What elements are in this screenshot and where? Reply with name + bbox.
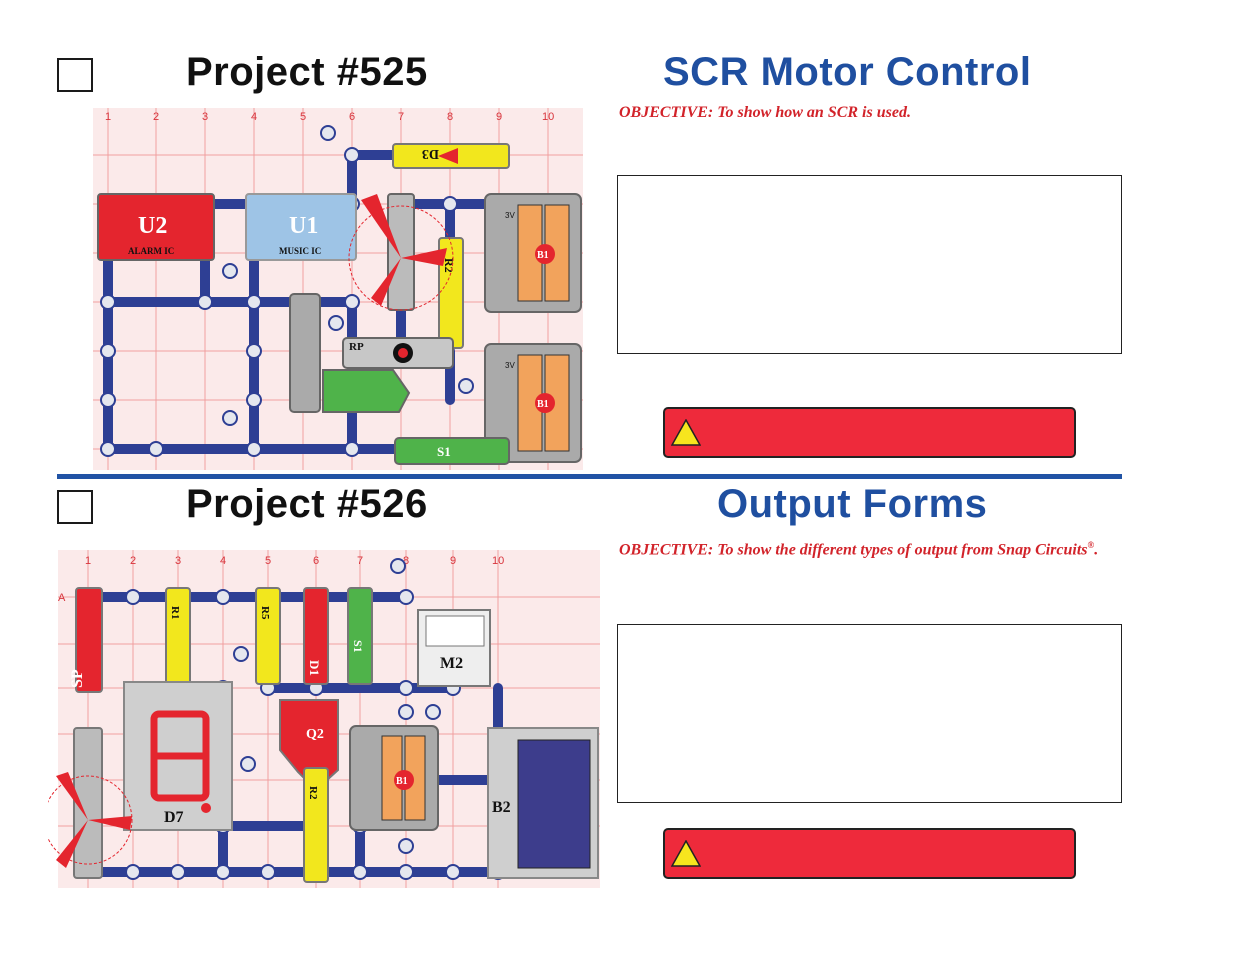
grid-col-label: 10 (492, 555, 504, 567)
grid-row-label: A (58, 592, 66, 604)
warning-triangle-icon (671, 419, 701, 446)
b1-voltage-top: 3V (505, 211, 515, 220)
r5-label: R5 (259, 606, 271, 620)
rp-label: RP (349, 341, 364, 353)
project-526-label: Project #526 (186, 482, 428, 526)
grid-col-label: 3 (175, 555, 181, 567)
project-525-title: SCR Motor Control (663, 50, 1032, 94)
grid-col-label: 4 (251, 111, 257, 123)
grid-col-label: 9 (450, 555, 456, 567)
b1-label: B1 (396, 776, 408, 787)
project-526-instructions-box (617, 624, 1122, 803)
warning-triangle-icon (671, 840, 701, 867)
project-525-circuit-diagram: 1 2 3 4 5 6 7 8 9 10 A (93, 108, 583, 470)
b1-voltage-bottom: 3V (505, 361, 515, 370)
section-divider (57, 474, 1122, 479)
b1-label-bottom: B1 (537, 399, 549, 410)
project-526-objective: OBJECTIVE: To show the different types o… (619, 534, 1122, 561)
grid-col-label: 10 (542, 111, 554, 123)
b2-label: B2 (492, 799, 511, 816)
project-526-warning-banner (663, 828, 1076, 879)
project-525-label: Project #525 (186, 50, 428, 94)
grid-col-label: 3 (202, 111, 208, 123)
grid-col-label: 5 (300, 111, 306, 123)
u2-sublabel: ALARM IC (128, 246, 174, 256)
project-525-instructions-box (617, 175, 1122, 354)
grid-col-label: 6 (349, 111, 355, 123)
objective-period: . (1094, 541, 1099, 559)
grid-col-label: 2 (153, 111, 159, 123)
d3-label: D3 (422, 146, 439, 161)
b1-label-top: B1 (537, 250, 549, 261)
grid-col-label: 7 (357, 555, 363, 567)
q2-label: Q2 (306, 727, 324, 742)
grid-col-label: 6 (313, 555, 319, 567)
grid-col-label: 8 (447, 111, 453, 123)
grid-col-label: 5 (265, 555, 271, 567)
registered-mark: ® (1087, 540, 1095, 550)
grid-col-label: 1 (85, 555, 91, 567)
project-525-objective: OBJECTIVE: To show how an SCR is used. (619, 104, 911, 121)
grid-col-label: 8 (403, 555, 409, 567)
u2-label: U2 (138, 213, 167, 239)
project-526-title: Output Forms (717, 482, 988, 526)
u1-label: U1 (289, 213, 318, 239)
project-526-circuit-diagram: 1 2 3 4 5 6 7 8 9 10 A SP R1 (48, 550, 600, 888)
grid-col-label: 2 (130, 555, 136, 567)
project-525-warning-banner (663, 407, 1076, 458)
u1-sublabel: MUSIC IC (279, 246, 321, 256)
grid-col-label: 4 (220, 555, 226, 567)
objective-text: OBJECTIVE: To show the different types o… (619, 541, 1088, 559)
s1-label: S1 (351, 640, 365, 653)
project-525-checkbox[interactable] (57, 58, 93, 92)
grid-col-label: 9 (496, 111, 502, 123)
r2-label: R2 (307, 786, 319, 800)
grid-col-label: 1 (105, 111, 111, 123)
r2-label: R2 (442, 258, 456, 273)
d7-label: D7 (164, 809, 184, 826)
r1-label: R1 (169, 606, 181, 619)
grid-col-label: 7 (398, 111, 404, 123)
project-526-checkbox[interactable] (57, 490, 93, 524)
sp-label: SP (69, 669, 86, 688)
m2-label: M2 (440, 655, 463, 672)
d1-label: D1 (307, 660, 322, 676)
s1-label: S1 (437, 444, 451, 459)
